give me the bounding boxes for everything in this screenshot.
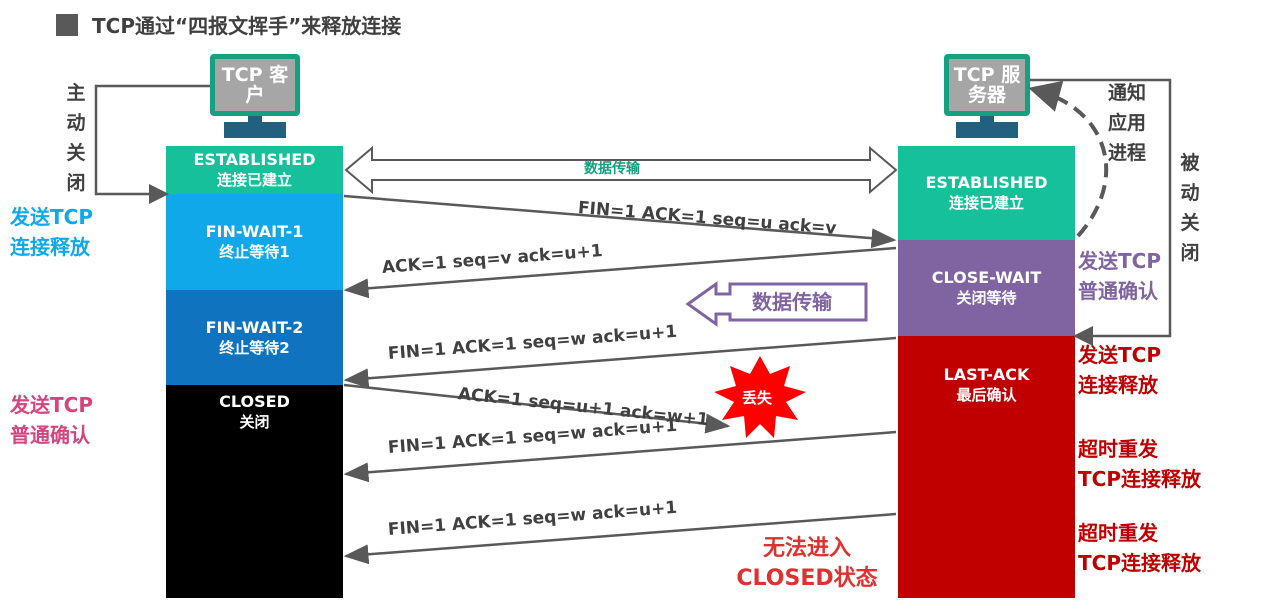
server-monitor-base xyxy=(956,122,1018,138)
title-square-icon xyxy=(56,13,78,36)
data-transfer-label: 数据传输 xyxy=(584,161,640,177)
data-transfer-double-arrow xyxy=(344,145,898,195)
server-side-label-send-ack: 发送TCP 普通确认 xyxy=(1078,249,1161,303)
cannot-close-label: 无法进入 CLOSED状态 xyxy=(736,536,878,591)
client-monitor-neck xyxy=(248,116,262,122)
server-monitor-screen: TCP 服务器 xyxy=(944,54,1030,116)
server-side-label-retransmit-2: 超时重发 TCP连接释放 xyxy=(1078,521,1201,575)
lost-starburst xyxy=(714,356,806,438)
client-monitor-icon: TCP 客户 xyxy=(210,54,300,138)
notify-app-label: 通知 应用 进程 xyxy=(1107,82,1146,164)
server-passive-close-label: 被 动 关 闭 xyxy=(1180,152,1200,264)
msg-arrow-3 xyxy=(343,336,897,389)
client-side-label-send-fin: 发送TCP 连接释放 xyxy=(10,205,93,259)
notify-dashed-arrow xyxy=(1028,80,1109,238)
data-transfer-callout-arrow xyxy=(685,281,868,327)
msg-arrow-1 xyxy=(343,194,897,249)
msg-arrow-2 xyxy=(343,246,897,299)
msg-arrow-6 xyxy=(343,512,897,565)
server-side-label-retransmit-1: 超时重发 TCP连接释放 xyxy=(1078,437,1201,491)
server-close-bracket xyxy=(1030,78,1172,346)
server-monitor-neck xyxy=(980,116,994,122)
page-title: TCP通过“四报文挥手”来释放连接 xyxy=(56,10,401,39)
client-monitor-base xyxy=(224,122,286,138)
lost-label: 丢失 xyxy=(742,389,773,407)
data-transfer-callout-label: 数据传输 xyxy=(752,290,832,314)
server-side-label-send-fin: 发送TCP 连接释放 xyxy=(1078,343,1161,397)
client-side-label-send-ack: 发送TCP 普通确认 xyxy=(10,393,93,447)
title-text: TCP通过“四报文挥手”来释放连接 xyxy=(92,14,402,38)
server-monitor-icon: TCP 服务器 xyxy=(944,54,1030,138)
client-monitor-screen: TCP 客户 xyxy=(210,54,300,116)
msg-arrow-4-lost xyxy=(343,383,731,434)
client-active-close-label: 主 动 关 闭 xyxy=(66,82,86,194)
client-close-bracket xyxy=(94,84,210,204)
msg-arrow-5 xyxy=(343,430,897,483)
